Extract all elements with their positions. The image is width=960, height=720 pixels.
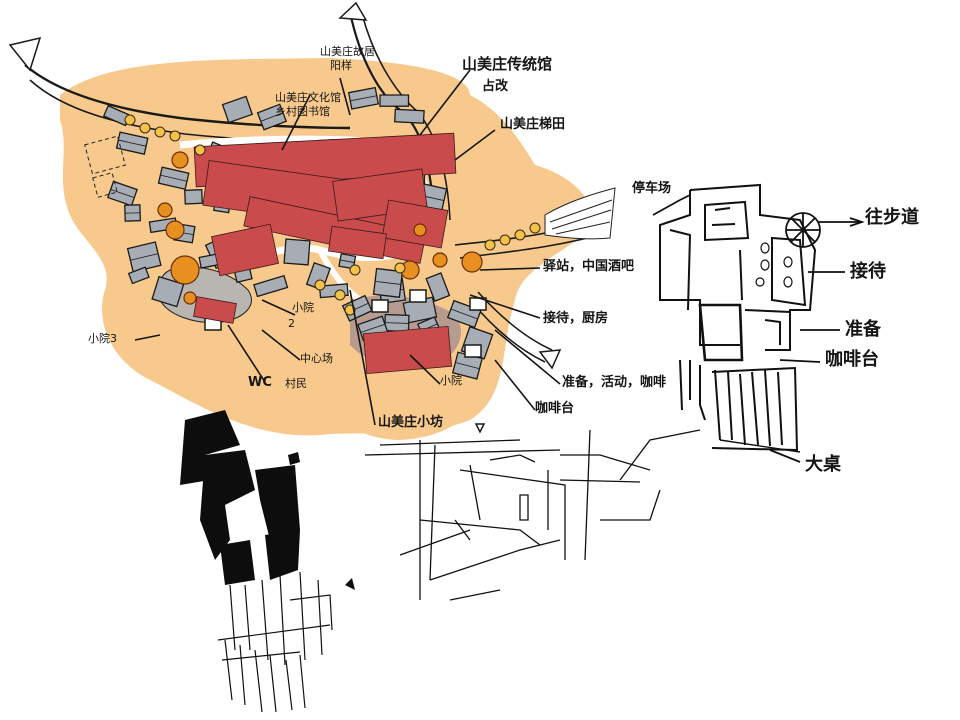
label-house-memory-sub: 阳样 [330, 59, 352, 72]
label-reception-kitchen: 接待，厨房 [543, 311, 609, 326]
roof-ridge [384, 322, 409, 324]
label-central-square: 中心场 [300, 352, 333, 365]
brick-patch [362, 325, 453, 375]
shrub [484, 239, 496, 251]
shrub [514, 229, 526, 241]
roof-ridge [450, 308, 478, 320]
label-rural-museum: 乡村图书馆 [275, 105, 330, 118]
road-left [24, 64, 351, 130]
label-courtyard-1: 小院 [440, 374, 462, 387]
road-arrows [8, 1, 562, 434]
brick-patch [381, 199, 449, 249]
roof-block [394, 108, 425, 124]
village-trees [124, 114, 541, 316]
shrub [499, 234, 511, 246]
floor-plan-dots [755, 242, 793, 288]
roof-block [379, 94, 410, 107]
orange-tree [461, 251, 483, 273]
shrub [169, 130, 181, 142]
label-big-table: 大桌 [805, 454, 841, 475]
label-wc: WC [248, 375, 272, 390]
label-cafe: 咖啡台 [535, 401, 575, 416]
shrub [154, 126, 166, 138]
label-reception: 接待 [850, 261, 886, 282]
orange-tree [157, 202, 173, 218]
label-dining-bar: 驿站，中国酒吧 [543, 259, 635, 274]
round-window [785, 212, 821, 248]
label-terrace-field: 山美庄梯田 [500, 117, 566, 132]
label-village-people: 村民 [285, 377, 307, 390]
orange-tree [171, 151, 189, 169]
shrub [349, 264, 361, 276]
shrub [394, 262, 406, 274]
white-building [409, 289, 427, 303]
roof-ridge [130, 253, 159, 261]
lower-ground-lobe [330, 376, 471, 440]
roof-ridge [375, 280, 401, 285]
roof-block [184, 188, 203, 205]
label-reception-events: 准备，活动，咖啡 [562, 375, 667, 390]
roof-block [151, 275, 185, 308]
label-village-hall: 山美庄文化馆 [275, 91, 341, 104]
label-workshop: 山美庄小坊 [378, 415, 444, 430]
orange-tree [165, 220, 185, 240]
roof-block [253, 274, 289, 298]
perspective-sketch [364, 429, 701, 601]
roof-ridge [260, 112, 284, 122]
orange-tree [413, 223, 427, 237]
massing-sketch [180, 410, 355, 713]
courtyard-walls [193, 132, 457, 375]
orange-tree [170, 255, 200, 285]
orange-tree [183, 291, 197, 305]
floor-plan-leaders [652, 194, 865, 463]
brick-patch [211, 223, 279, 277]
shrub [529, 222, 541, 234]
brick-patch [328, 225, 387, 260]
roof-block [127, 266, 150, 285]
orange-tree [432, 252, 448, 268]
shrub [314, 279, 326, 291]
label-homestay: 山美庄传统馆 [462, 55, 553, 73]
white-building [464, 344, 482, 358]
roof-ridge [110, 189, 135, 199]
shrub [194, 144, 206, 156]
label-courtyard-2-num: 2 [288, 317, 295, 330]
floor-plan-sketch [659, 183, 817, 453]
label-cafe-counter: 咖啡台 [825, 349, 879, 370]
roof-block [425, 272, 451, 302]
white-building [371, 299, 389, 313]
label-to-trail: 往步道 [865, 207, 919, 228]
shrub [139, 122, 151, 134]
label-house-memory: 山美庄故居 [320, 45, 375, 58]
shrub [334, 289, 346, 301]
label-courtyard-3: 小院3 [88, 332, 117, 345]
leader-lines [134, 69, 561, 426]
roof-block [221, 95, 254, 124]
roof-ridge [118, 139, 147, 147]
roof-ridge [350, 95, 377, 102]
shrub [124, 114, 136, 126]
roof-ridge [360, 323, 386, 333]
roof-block [283, 238, 311, 266]
label-courtyard-2: 小院 [292, 301, 314, 314]
label-homestay-sub: 占改 [482, 79, 509, 94]
label-preparation: 准备 [845, 319, 881, 340]
label-tea-shed: 停车场 [632, 181, 672, 196]
dashed-area [84, 135, 126, 198]
roof-ridge [455, 362, 480, 370]
roof-ridge [340, 259, 355, 263]
terrace-field [544, 187, 616, 240]
roof-ridge [160, 174, 188, 182]
brick-patch [193, 296, 237, 324]
